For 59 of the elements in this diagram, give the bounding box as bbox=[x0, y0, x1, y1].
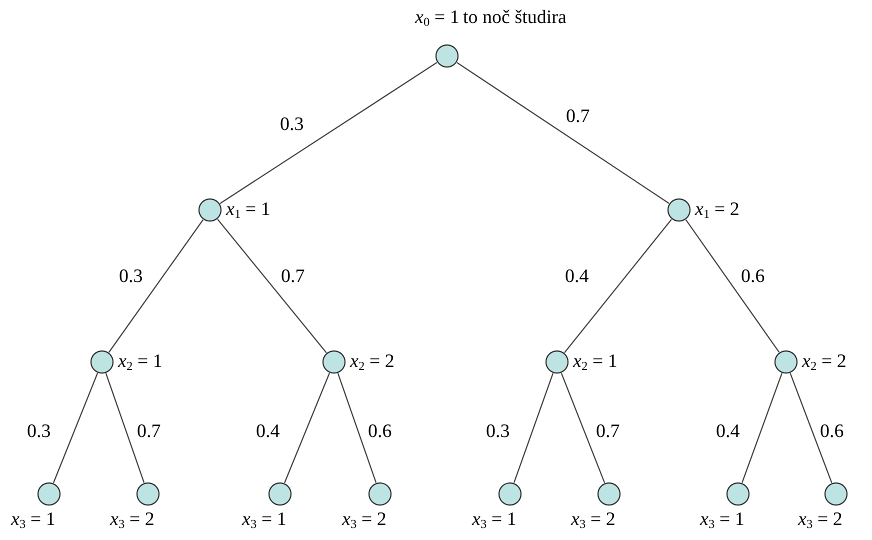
tree-node-circle bbox=[435, 44, 459, 68]
variable-label: x$_{3}$ = 1 bbox=[700, 510, 744, 529]
tree-node-circle bbox=[597, 482, 621, 506]
edge-label: 0.4 bbox=[256, 422, 280, 441]
edge-label: 0.7 bbox=[137, 422, 161, 441]
tree-node-circle bbox=[268, 482, 292, 506]
tree-node-circle bbox=[37, 482, 61, 506]
tree-node-circle bbox=[824, 482, 848, 506]
edge-label: 0.6 bbox=[820, 422, 844, 441]
edge-label: 0.3 bbox=[486, 422, 510, 441]
connector-line bbox=[742, 373, 782, 483]
variable-label: x$_{2}$ = 1 bbox=[573, 352, 618, 371]
connector-line bbox=[105, 373, 145, 483]
tree-node-circle bbox=[322, 350, 346, 374]
connector-line bbox=[284, 372, 330, 484]
tree-node-circle bbox=[368, 482, 392, 506]
variable-label: x$_{2}$ = 2 bbox=[802, 352, 846, 371]
edge-label: 0.4 bbox=[716, 422, 740, 441]
tree-node-circle bbox=[726, 482, 750, 506]
edge-label: 0.4 bbox=[565, 267, 589, 286]
tree-node-circle bbox=[198, 198, 222, 222]
edge-label: 0.3 bbox=[280, 115, 304, 134]
tree-node-circle bbox=[667, 198, 691, 222]
variable-label: x$_{2}$ = 2 bbox=[350, 352, 394, 371]
node-note: to noč študira bbox=[463, 8, 566, 27]
connector-line bbox=[685, 219, 780, 353]
variable-label: x$_{1}$ = 1 bbox=[226, 200, 270, 219]
edge-label: 0.6 bbox=[368, 422, 392, 441]
tree-node-circle bbox=[774, 350, 798, 374]
connector-line bbox=[337, 373, 377, 483]
variable-label: x$_{3}$ = 2 bbox=[798, 510, 842, 529]
tree-node-circle bbox=[136, 482, 160, 506]
connector-line bbox=[108, 219, 204, 353]
connector-line bbox=[217, 218, 327, 354]
tree-node-circle bbox=[90, 350, 114, 374]
connector-line bbox=[513, 373, 554, 483]
variable-label: x$_{3}$ = 1 bbox=[472, 510, 516, 529]
connector-line bbox=[790, 373, 832, 483]
edge-label: 0.7 bbox=[596, 422, 620, 441]
variable-label: x$_{3}$ = 2 bbox=[571, 510, 616, 529]
tree-node-circle bbox=[498, 482, 522, 506]
edge-label: 0.7 bbox=[281, 267, 305, 286]
variable-label: x$_{3}$ = 1 bbox=[11, 510, 56, 529]
edge-label: 0.3 bbox=[27, 422, 51, 441]
edge-label: 0.7 bbox=[566, 107, 590, 126]
edge-label: 0.6 bbox=[741, 267, 765, 286]
connector-line bbox=[564, 218, 672, 354]
variable-label: x$_{1}$ = 2 bbox=[695, 200, 740, 219]
connector-line bbox=[456, 62, 670, 204]
connector-line bbox=[52, 372, 98, 484]
edge-label: 0.3 bbox=[119, 267, 143, 286]
variable-label: x$_{3}$ = 2 bbox=[342, 510, 386, 529]
variable-label: x$_{3}$ = 1 bbox=[242, 510, 286, 529]
variable-label: x$_{2}$ = 1 bbox=[118, 352, 162, 371]
tree-node-circle bbox=[545, 350, 569, 374]
connector-line bbox=[560, 372, 606, 484]
connector-line bbox=[220, 62, 438, 204]
variable-label: x$_{3}$ = 2 bbox=[110, 510, 154, 529]
variable-label: x$_{0}$ = 1 bbox=[415, 8, 460, 27]
